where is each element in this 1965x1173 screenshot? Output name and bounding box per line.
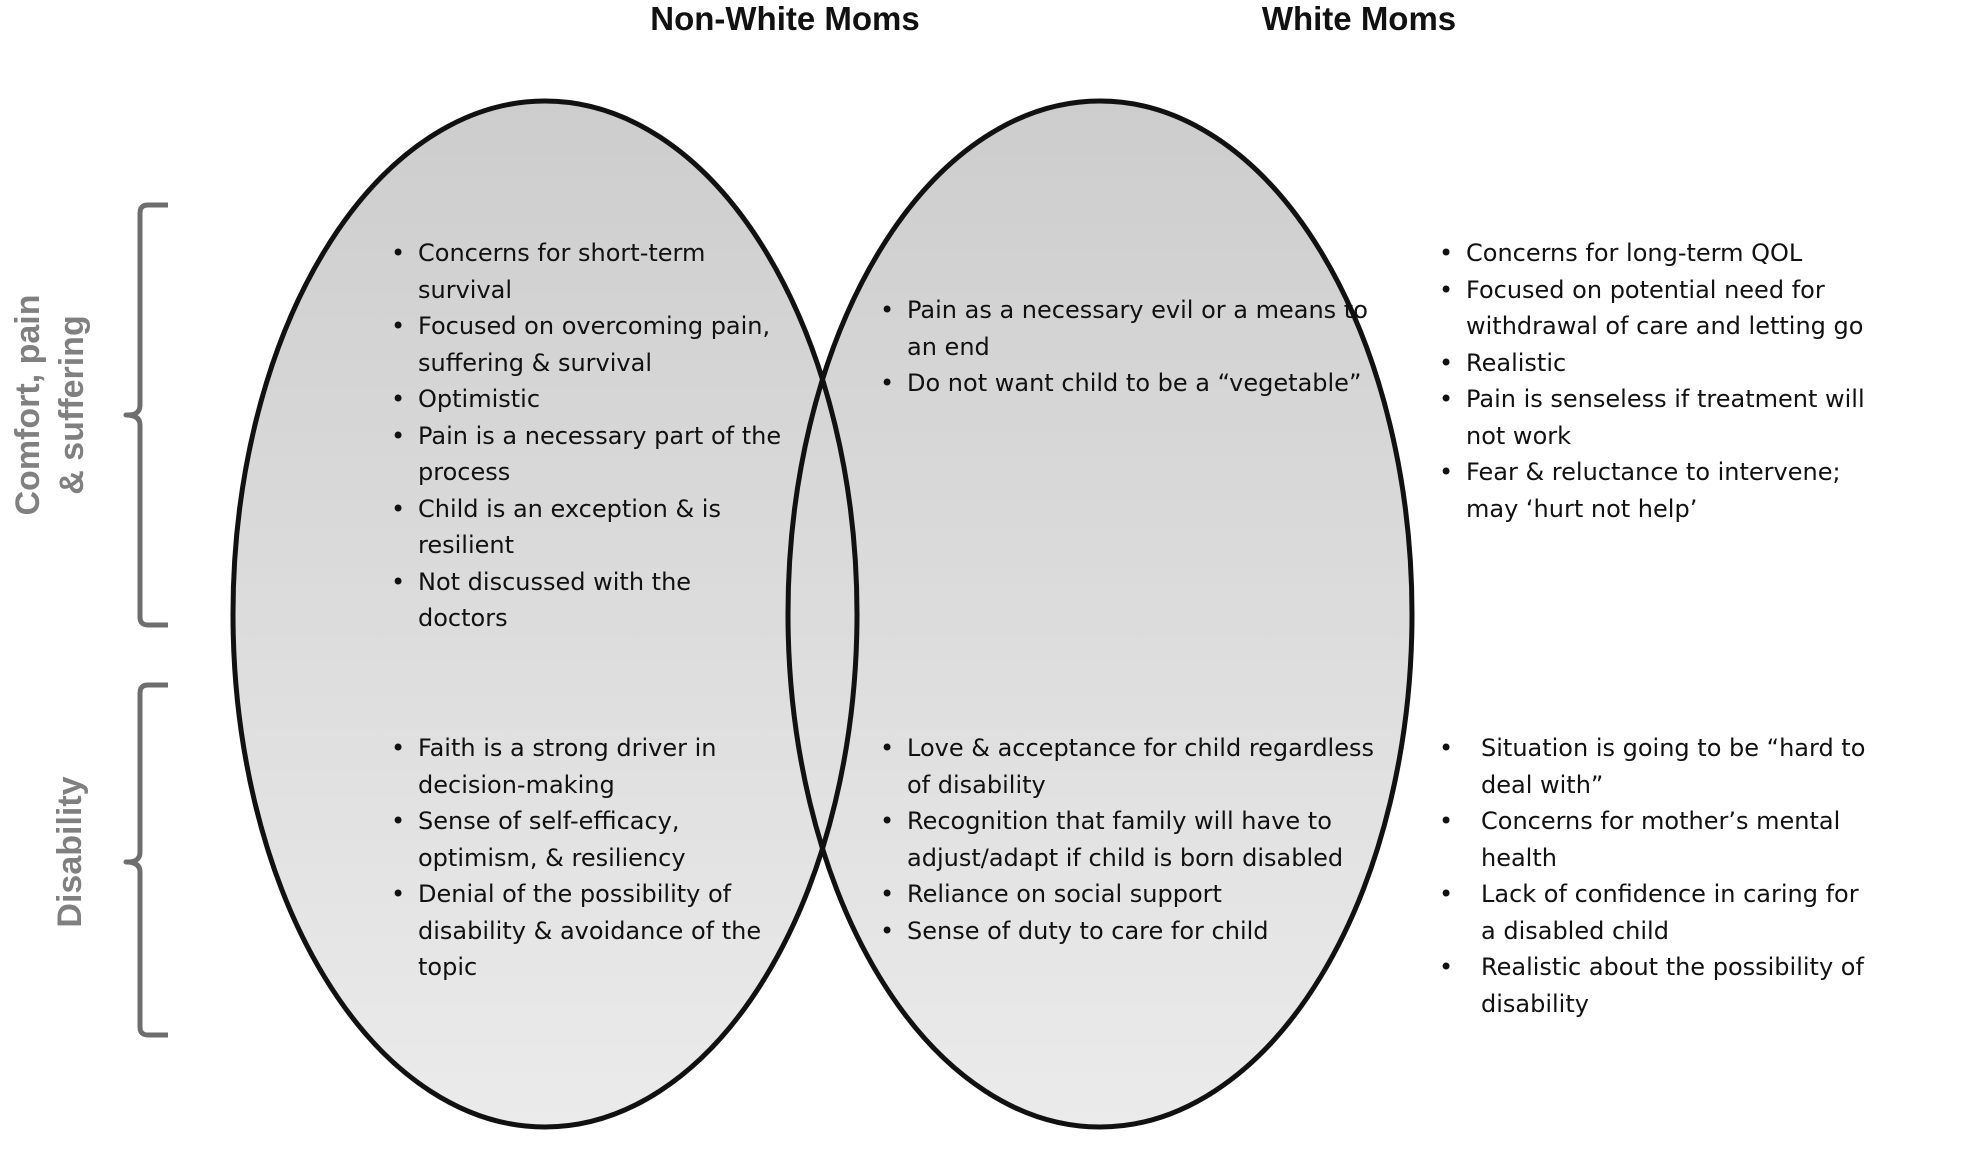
list-item: Fear & reluctance to intervene; may ‘hur… (1439, 454, 1876, 527)
list-item: Concerns for mother’s mental health (1439, 803, 1866, 876)
white-comfort-list: Concerns for long-term QOL Focused on po… (1439, 235, 1876, 527)
list-item: Do not want child to be a “vegetable” (880, 365, 1387, 402)
list-item: Realistic (1439, 345, 1876, 382)
disability-bracket (123, 682, 168, 1038)
list-item: Focused on overcoming pain, suffering & … (391, 308, 788, 381)
list-item: Concerns for short-term survival (391, 235, 788, 308)
list-item: Pain is senseless if treatment will not … (1439, 381, 1876, 454)
list-item: Lack of confidence in caring for a disab… (1439, 876, 1866, 949)
list-item: Love & acceptance for child regardless o… (880, 730, 1392, 803)
list-item: Not discussed with the doctors (391, 564, 788, 637)
non-white-disability-list: Faith is a strong driver in decision-mak… (391, 730, 788, 986)
shared-comfort-list: Pain as a necessary evil or a means to a… (880, 292, 1387, 402)
list-item: Faith is a strong driver in decision-mak… (391, 730, 788, 803)
comfort-pain-suffering-label: Comfort, pain & suffering (6, 295, 94, 516)
comfort-label-line1: Comfort, pain (9, 294, 47, 516)
non-white-moms-outline (230, 98, 860, 1130)
white-moms-outline (785, 98, 1415, 1130)
non-white-comfort-list: Concerns for short-term survival Focused… (391, 235, 788, 637)
white-moms-title: White Moms (1261, 0, 1457, 37)
list-item: Sense of duty to care for child (880, 913, 1392, 950)
disability-label: Disability (51, 776, 89, 928)
list-item: Focused on potential need for withdrawal… (1439, 272, 1876, 345)
list-item: Reliance on social support (880, 876, 1392, 913)
non-white-moms-title: Non-White Moms (650, 0, 920, 37)
list-item: Pain is a necessary part of the process (391, 418, 788, 491)
comfort-bracket (123, 202, 168, 628)
list-item: Denial of the possibility of disability … (391, 876, 788, 986)
list-item: Optimistic (391, 381, 788, 418)
list-item: Situation is going to be “hard to deal w… (1439, 730, 1866, 803)
list-item: Pain as a necessary evil or a means to a… (880, 292, 1387, 365)
list-item: Realistic about the possibility of disab… (1439, 949, 1866, 1022)
list-item: Sense of self-efficacy, optimism, & resi… (391, 803, 788, 876)
white-disability-list: Situation is going to be “hard to deal w… (1439, 730, 1866, 1022)
list-item: Recognition that family will have to adj… (880, 803, 1392, 876)
comfort-label-line2: & suffering (53, 315, 91, 495)
list-item: Concerns for long-term QOL (1439, 235, 1876, 272)
white-moms-circle (788, 101, 1412, 1127)
shared-disability-list: Love & acceptance for child regardless o… (880, 730, 1392, 949)
list-item: Child is an exception & is resilient (391, 491, 788, 564)
